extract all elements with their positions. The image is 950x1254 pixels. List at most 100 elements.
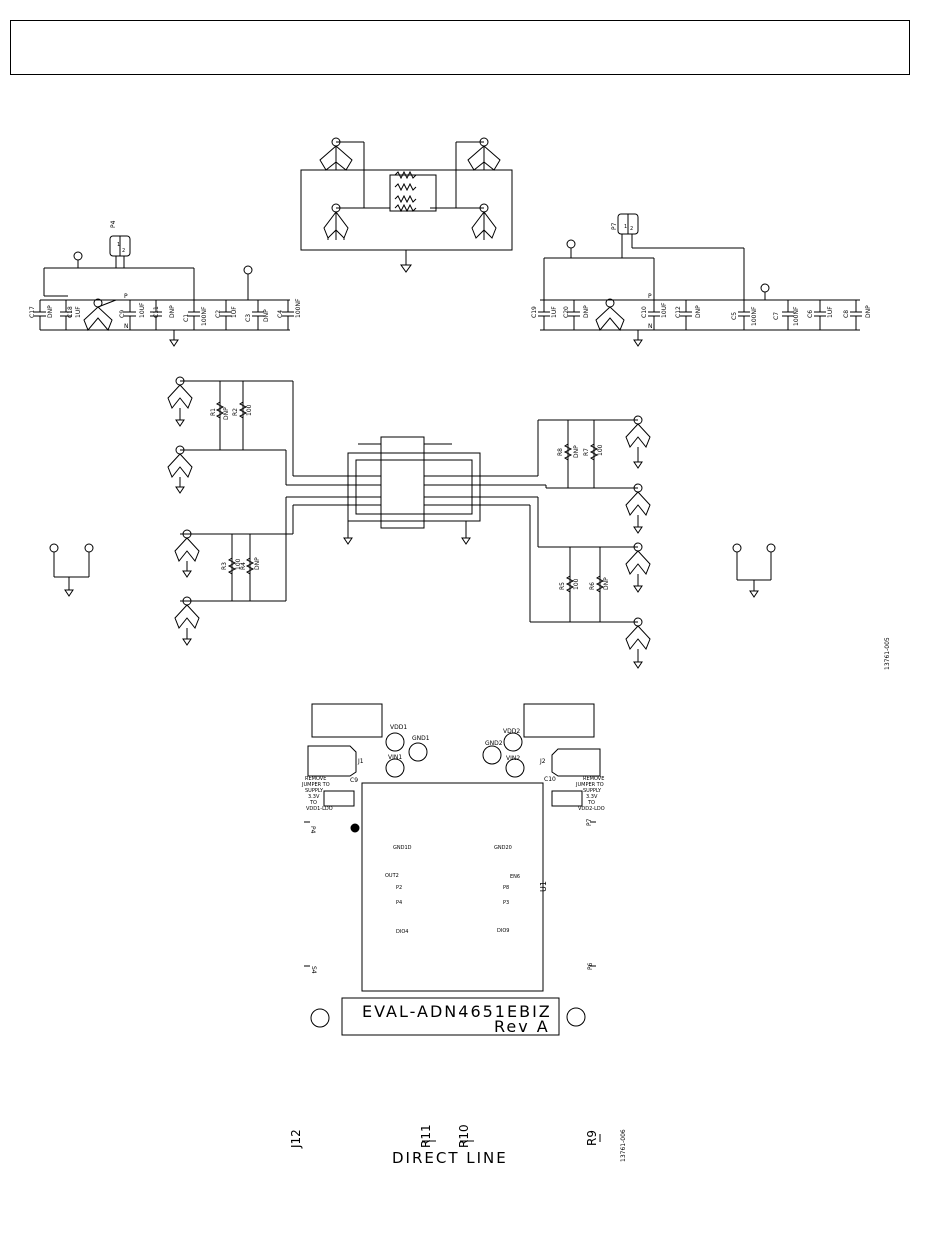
r7-val: 100 <box>597 444 604 456</box>
c5-val: 100NF <box>751 306 758 326</box>
c10-p: P <box>648 293 652 300</box>
j2-label: J2 <box>539 758 546 765</box>
jl-5: VDD1-LDO <box>306 806 333 812</box>
vin1-label: VIN1 <box>388 754 402 761</box>
c1-ref: C1 <box>183 314 190 322</box>
jr-2: SUPPLY <box>583 788 602 794</box>
jr-5: VDD2-LDO <box>578 806 605 812</box>
p4-pin1: 1 <box>117 242 120 248</box>
center-connector-block <box>300 137 513 273</box>
c4-ref: C4 <box>277 310 284 318</box>
fig-id-005: 13761-005 <box>884 637 891 670</box>
c9-p: P <box>124 293 128 300</box>
p7-label: P7 <box>611 222 618 230</box>
r3-ref: R3 <box>221 562 228 570</box>
p4-pin2: 2 <box>122 248 125 254</box>
fig-id-006: 13761-006 <box>620 1129 627 1162</box>
c9-n: N <box>124 323 129 330</box>
vdd2-label: VDD2 <box>503 728 520 735</box>
r11-label: R11 <box>419 1124 433 1148</box>
c6-val: 1UF <box>827 306 834 318</box>
jr-4: TO <box>587 800 595 806</box>
jl-1: JUMPER TO <box>301 782 330 788</box>
c10-board-label: C10 <box>544 776 556 783</box>
r4-ref: R4 <box>240 562 247 570</box>
c9-val: 10UF <box>139 302 146 318</box>
r3-val: 100 <box>235 558 242 570</box>
c17-ref: C17 <box>29 306 36 318</box>
r1-ref: R1 <box>210 408 217 416</box>
c18-val: 1UF <box>75 306 82 318</box>
r9-label: R9 <box>585 1130 599 1146</box>
c18-ref: C18 <box>67 306 74 318</box>
gnd1-label: GND1 <box>412 735 430 742</box>
r5-ref: R5 <box>559 582 566 590</box>
r6-val: DNP <box>603 577 610 590</box>
inner-left-2: P2 <box>396 885 402 891</box>
vin2-label: VIN2 <box>506 755 520 762</box>
c12-ref: C12 <box>675 306 682 318</box>
c7-ref: C7 <box>773 312 780 320</box>
c3-val: DNP <box>263 309 270 322</box>
r2-ref: R2 <box>232 408 239 416</box>
bottom-marks <box>422 1134 601 1142</box>
inner-right-3: P3 <box>503 900 509 906</box>
c10-ref: C10 <box>641 306 648 318</box>
board-layout <box>304 703 601 1036</box>
right-supply-block <box>538 213 862 347</box>
jl-3: 3.3V <box>308 794 320 800</box>
left-supply-block <box>34 235 294 347</box>
c10-n: N <box>648 323 653 330</box>
inner-left-4: DIO4 <box>396 929 408 935</box>
c3-ref: C3 <box>245 314 252 322</box>
c11-ref: C11 <box>153 306 160 318</box>
c7-val: 100NF <box>793 306 800 326</box>
direct-line-caption: DIRECT LINE <box>392 1149 508 1167</box>
jl-4: TO <box>309 800 317 806</box>
vdd1-label: VDD1 <box>390 724 407 731</box>
c5-ref: C5 <box>731 312 738 320</box>
c20-ref: C20 <box>563 306 570 318</box>
p7-pin2: 2 <box>630 226 633 232</box>
inner-left-3: P4 <box>396 900 402 906</box>
r6-ref: R6 <box>589 582 596 590</box>
c11-val: DNP <box>169 305 176 318</box>
c1-val: 100NF <box>201 306 208 326</box>
board-rev: Rev A <box>494 1017 550 1036</box>
s4-label: S4 <box>310 966 317 974</box>
j12-label: J12 <box>289 1129 303 1149</box>
inner-right-2: P8 <box>503 885 509 891</box>
gnd2-label: GND2 <box>485 740 503 747</box>
j1-label: J1 <box>357 758 364 765</box>
board-title: EVAL-ADN4651EBIZ <box>362 1002 552 1021</box>
p4-board-label: P4 <box>309 826 316 834</box>
inner-left-0: GND1D <box>393 845 412 851</box>
c9-ref: C9 <box>119 310 126 318</box>
inner-right-0: GND20 <box>494 845 512 851</box>
c2-ref: C2 <box>215 310 222 318</box>
header-box <box>10 20 910 75</box>
c8-val: DNP <box>865 305 872 318</box>
r1-val: DNP <box>223 407 230 420</box>
jr-1: JUMPER TO <box>575 782 604 788</box>
inner-right-1: EN6 <box>510 874 520 880</box>
c20-val: DNP <box>583 305 590 318</box>
c8-ref: C8 <box>843 310 850 318</box>
r8-ref: R8 <box>557 448 564 456</box>
c6-ref: C6 <box>807 310 814 318</box>
r7-ref: R7 <box>583 448 590 456</box>
jr-0: REMOVE <box>583 776 604 782</box>
r4-val: DNP <box>254 557 261 570</box>
inner-right-4: DIO9 <box>497 928 509 934</box>
r8-val: DNP <box>573 445 580 458</box>
c17-val: DNP <box>47 305 54 318</box>
inner-left-1: OUT2 <box>385 873 399 879</box>
middle-signal-block <box>49 376 776 669</box>
c2-val: 1UF <box>231 306 238 318</box>
jr-3: 3.3V <box>586 794 598 800</box>
jl-0: REMOVE <box>305 776 326 782</box>
c19-ref: C19 <box>531 306 538 318</box>
p7-board-label: P7 <box>586 818 593 826</box>
c10-val: 10UF <box>661 302 668 318</box>
